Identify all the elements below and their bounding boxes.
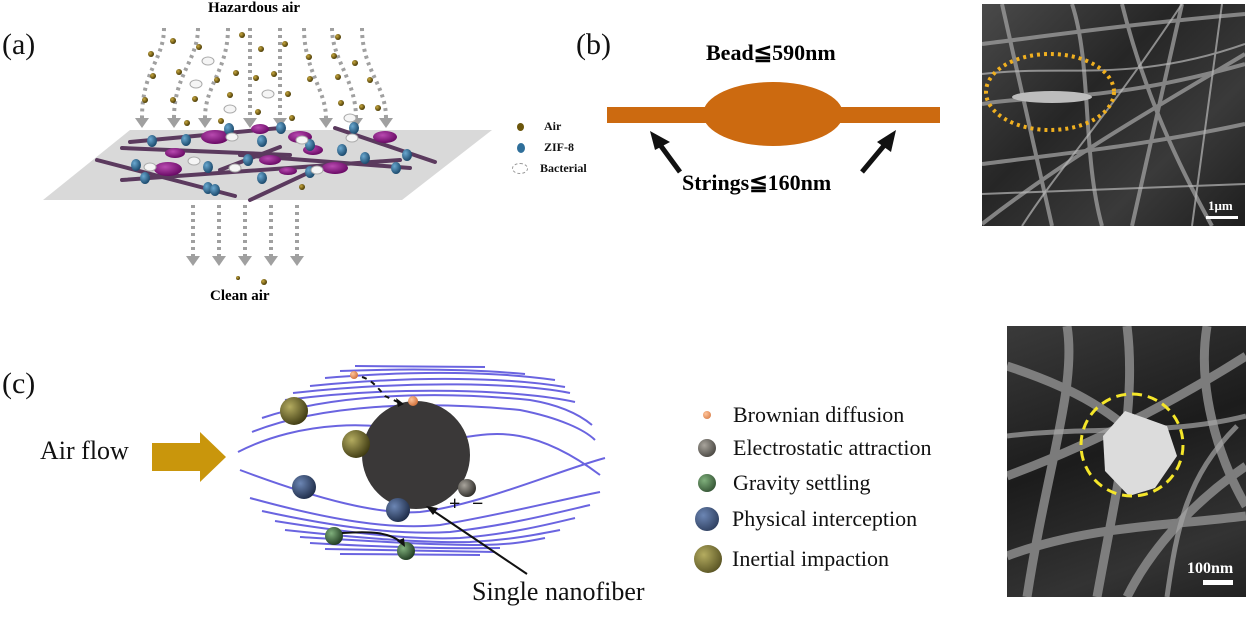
interception-particle-2: [386, 498, 410, 522]
sem-image-beaded-fibers: 1μm: [982, 4, 1245, 226]
hazardous-air-label: Hazardous air: [208, 0, 301, 16]
gravity-particle-2: [397, 542, 415, 560]
negative-charge: −: [472, 493, 484, 515]
air-particles: [142, 32, 381, 285]
brownian-arrowhead: [396, 398, 404, 407]
sem-fiber-texture-c: [1007, 326, 1246, 597]
brownian-particle-icon: [703, 411, 711, 419]
sem-highlight-circle-c: [1079, 392, 1185, 498]
legend-label-gravity: Gravity settling: [733, 469, 871, 495]
bacterial-icon: [512, 163, 528, 174]
legend-label-air: Air: [544, 119, 562, 133]
legend-item-bacterial: Bacterial: [512, 158, 587, 179]
legend-label-brownian: Brownian diffusion: [733, 402, 905, 427]
legend-item-zif8: ZIF-8: [512, 137, 587, 158]
inertial-particle-1: [280, 397, 308, 425]
arrowhead-left: [650, 131, 670, 150]
bacteria: [143, 56, 359, 175]
legend-item-gravity: Gravity settling: [694, 465, 932, 500]
arrowhead-right-fill: [877, 130, 896, 152]
gravity-particle-icon: [698, 473, 716, 492]
legend-label-interception: Physical interception: [732, 506, 918, 531]
brownian-path: [361, 376, 401, 404]
streamlines: [237, 365, 606, 556]
sem-image-zif8-particle: 100nm: [1007, 326, 1246, 597]
sem-highlight-circle: [984, 52, 1116, 132]
panel-b-label: (b): [576, 28, 611, 61]
legend-item-brownian: Brownian diffusion: [694, 400, 932, 430]
inertial-particle-icon: [694, 545, 722, 573]
scale-bar-1um: [1206, 216, 1238, 219]
scale-bar-label-100nm: 100nm: [1187, 560, 1234, 577]
sem-fiber-texture: [982, 4, 1245, 226]
positive-charge: +: [449, 493, 461, 515]
panel-a-label: (a): [2, 28, 36, 61]
panel-a-legend: Air ZIF-8 Bacterial: [512, 116, 587, 179]
fiber-pointer-line: [431, 509, 528, 575]
single-nanofiber-label: Single nanofiber: [472, 577, 645, 606]
scale-bar-100nm: [1203, 580, 1233, 585]
strings-size-label: Strings≦160nm: [682, 170, 832, 195]
air-particle-icon: [517, 122, 524, 131]
legend-label-bacterial: Bacterial: [540, 161, 587, 175]
clean-air-label: Clean air: [210, 288, 270, 304]
fiber-beads: [154, 124, 397, 176]
legend-item-interception: Physical interception: [694, 500, 932, 538]
interception-particle-1: [292, 475, 316, 499]
outgoing-arrowheads: [186, 256, 304, 266]
zif8-particles: [131, 122, 412, 196]
air-flow-label: Air flow: [40, 436, 129, 465]
fiber-pointer-arrowhead: [426, 506, 438, 515]
scale-bar-label-1um: 1μm: [1208, 198, 1233, 213]
legend-label-zif8: ZIF-8: [544, 140, 574, 154]
legend-item-electrostatic: Electrostatic attraction: [694, 430, 932, 465]
interception-particle-icon: [695, 507, 719, 531]
brownian-particle-2: [408, 396, 418, 406]
electrostatic-particle-icon: [698, 438, 716, 457]
air-flow-arrow: [152, 432, 226, 482]
zif8-particle-icon: [517, 142, 525, 153]
legend-item-inertial: Inertial impaction: [694, 538, 932, 580]
outgoing-air-arrows: [191, 205, 299, 256]
panel-c-legend: Brownian diffusion Electrostatic attract…: [694, 400, 932, 580]
legend-item-air: Air: [512, 116, 587, 137]
inertial-particle-2: [342, 430, 370, 458]
fiber-bead: [703, 82, 843, 146]
incoming-air-arrows: [140, 27, 388, 119]
panel-c-label: (c): [2, 367, 36, 400]
brownian-particle-1: [350, 371, 358, 379]
legend-label-electrostatic: Electrostatic attraction: [733, 434, 932, 460]
legend-label-inertial: Inertial impaction: [732, 546, 889, 571]
gravity-arrowhead: [397, 538, 405, 547]
gravity-particle-1: [325, 527, 343, 545]
incoming-arrowheads: [135, 118, 393, 128]
single-nanofiber: [362, 401, 470, 509]
gravity-path: [341, 531, 403, 544]
bead-size-label: Bead≦590nm: [706, 40, 836, 65]
zif8-crystal: [1103, 411, 1177, 496]
electrostatic-particle: [458, 479, 476, 497]
